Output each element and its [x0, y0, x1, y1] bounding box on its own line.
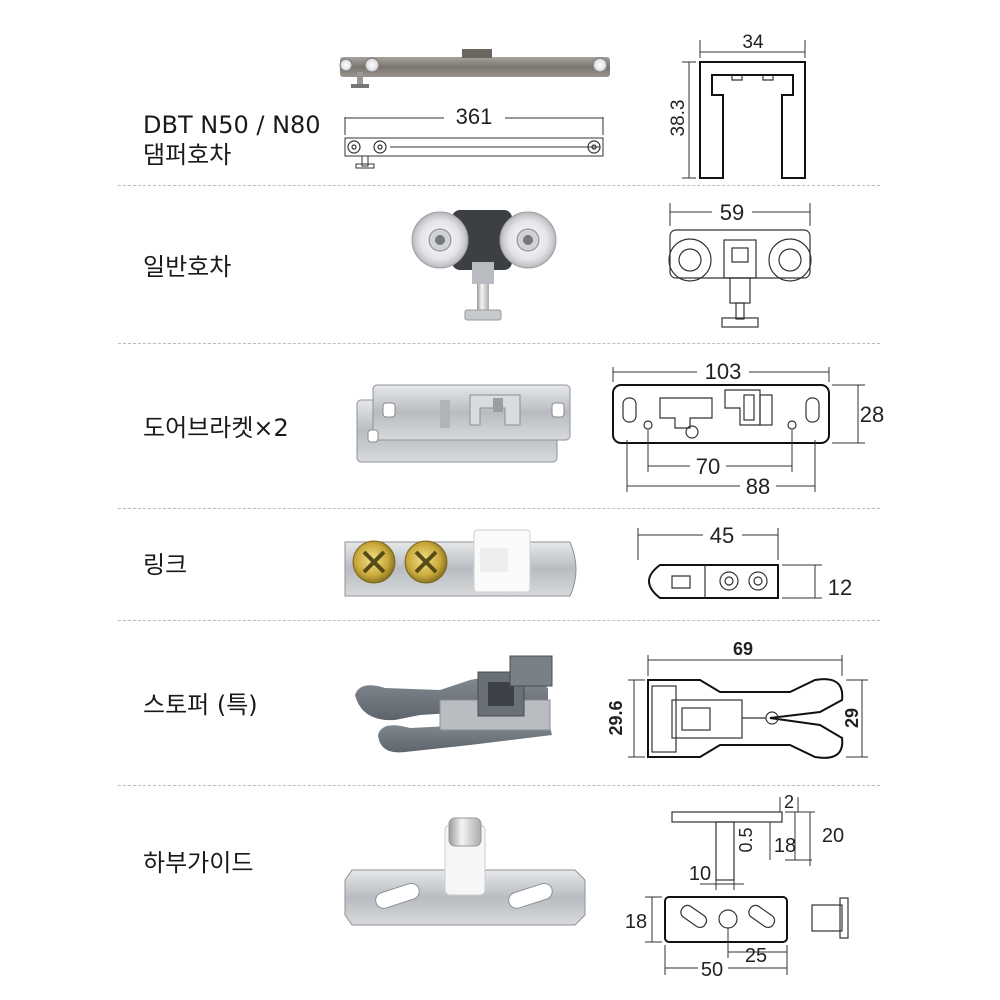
link-photo [344, 529, 577, 597]
dim-general-width: 59 [720, 200, 744, 225]
dim-stopper-length: 69 [733, 639, 753, 659]
row1-label-line2: 댐퍼호차 [143, 141, 232, 169]
bottom-guide-drawing [645, 797, 849, 975]
dim-bracket-inner: 70 [696, 454, 720, 479]
dim-bracket-overall: 103 [705, 359, 742, 384]
row2-label: 일반호차 [143, 253, 232, 281]
general-carriage-drawing [668, 203, 812, 328]
row1-label-line1: DBT N50 / N80 [143, 111, 321, 139]
row5-label: 스토퍼 (특) [143, 691, 258, 719]
dim-guide-offset: 0.5 [736, 827, 756, 852]
dim-carriage-length: 361 [456, 104, 493, 129]
dim-guide-h18: 18 [774, 835, 796, 857]
divider-2 [118, 343, 880, 344]
dim-guide-plate-width: 50 [701, 959, 723, 981]
divider-1 [118, 185, 880, 186]
rail-profile-drawing [682, 40, 806, 179]
divider-4 [118, 620, 880, 621]
dim-guide-pitch: 25 [745, 945, 767, 967]
link-drawing [637, 528, 822, 599]
bottom-guide-photo [344, 817, 586, 926]
row6-label: 하부가이드 [143, 849, 254, 877]
divider-5 [118, 785, 880, 786]
dim-guide-thickness: 2 [784, 792, 794, 812]
dim-link-length: 45 [710, 523, 734, 548]
dim-bracket-pitch: 88 [746, 474, 770, 499]
dim-guide-gap: 10 [689, 863, 711, 885]
dim-guide-h20: 20 [822, 825, 844, 847]
divider-3 [118, 508, 880, 509]
dim-stopper-height-right: 29 [842, 708, 862, 728]
door-bracket-drawing [612, 367, 865, 492]
stopper-photo [355, 655, 553, 753]
row4-label: 링크 [143, 551, 188, 579]
dim-link-height: 12 [828, 575, 852, 600]
door-bracket-photo [356, 384, 571, 463]
general-carriage-photo [411, 210, 557, 321]
stopper-drawing [628, 655, 868, 759]
row1-label: DBT N50 / N80 댐퍼호차 [143, 110, 321, 170]
dim-rail-width: 34 [742, 32, 764, 53]
dim-rail-height: 38.3 [668, 100, 689, 137]
dim-stopper-height-left: 29.6 [606, 700, 626, 735]
row3-label: 도어브라켓×2 [143, 414, 289, 442]
damper-carriage-photo [339, 49, 610, 88]
dim-guide-plate-height: 18 [625, 911, 647, 933]
damper-carriage-side-drawing [344, 117, 604, 169]
dim-bracket-height: 28 [860, 402, 884, 427]
